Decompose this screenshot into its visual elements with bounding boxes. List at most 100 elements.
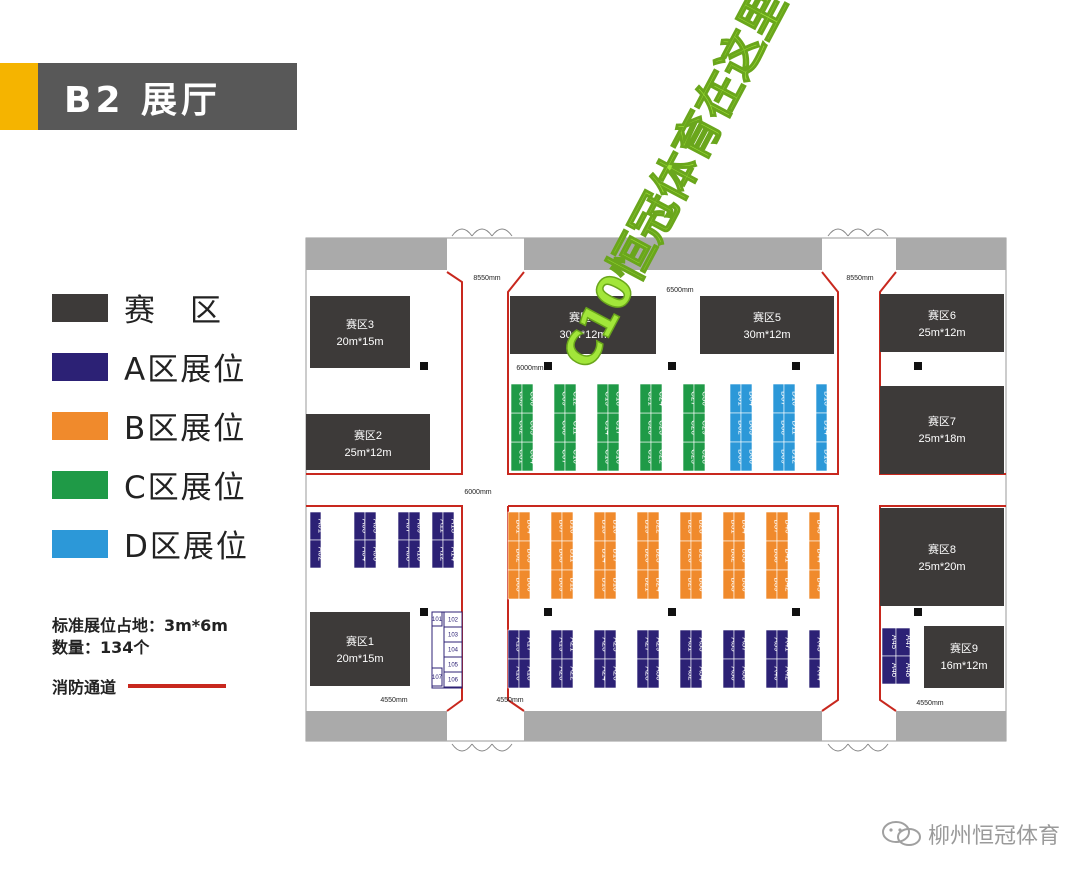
zone-5-name: 赛区5 bbox=[753, 310, 781, 324]
zone-4-size: 30m*12m bbox=[559, 329, 606, 341]
legend-label: 赛 区 bbox=[124, 293, 223, 329]
fire-lane-line bbox=[128, 684, 227, 688]
booth-label: A10 bbox=[416, 547, 425, 562]
booth-label: C16 bbox=[615, 449, 624, 464]
booth-label: A48 bbox=[904, 663, 913, 678]
zone-7-size: 25m*18m bbox=[918, 433, 965, 445]
legend-label: D区展位 bbox=[124, 529, 249, 565]
booths-b: B01B02B03B04B05B06B07B08B09B10B11B12B13B… bbox=[507, 511, 825, 600]
zone-2-size: 25m*12m bbox=[344, 447, 391, 459]
booth-b36: B36 bbox=[733, 569, 750, 600]
booth-label: B12 bbox=[569, 577, 578, 592]
booth-label: B22 bbox=[655, 519, 664, 534]
booth-b45: B45 bbox=[808, 569, 825, 600]
booth-label: B23 bbox=[655, 548, 664, 563]
booth-label: B18 bbox=[612, 577, 621, 592]
booth-label: A01 bbox=[317, 519, 326, 534]
booth-label: A09 bbox=[416, 519, 425, 534]
booth-label: B44 bbox=[816, 548, 825, 563]
booth-label: A14 bbox=[450, 547, 459, 562]
legend-swatch-d bbox=[52, 529, 108, 558]
booth-label: C23 bbox=[658, 420, 667, 435]
booths-d: D01D02D03D04D05D06D07D08D09D10D11D12D13D… bbox=[729, 383, 832, 472]
legend-item-b: B区展位 bbox=[52, 396, 249, 455]
standard-booth-note: 标准展位占地：3m*6m bbox=[52, 616, 228, 635]
wall-bottom-1 bbox=[306, 711, 447, 741]
dim-label: 6000mm bbox=[464, 489, 491, 496]
booth-a14: A14 bbox=[442, 539, 459, 569]
zone-4: 赛区4 30m*12m bbox=[510, 296, 656, 354]
zone-6: 赛区6 25m*12m bbox=[880, 294, 1004, 352]
wechat-icon bbox=[882, 821, 921, 846]
page-title: B2 展厅 bbox=[64, 79, 222, 121]
booth-label: D11 bbox=[791, 420, 800, 435]
quantity-note: 数量：134个 bbox=[52, 638, 150, 657]
booth-label: C30 bbox=[701, 391, 710, 406]
booth-label: D04 bbox=[748, 391, 757, 406]
booth-label: A13 bbox=[450, 519, 459, 534]
booth-106: 106 bbox=[443, 671, 463, 688]
booth-label: D10 bbox=[791, 391, 800, 406]
zone-1-name: 赛区1 bbox=[346, 634, 374, 648]
booth-label: A25 bbox=[612, 637, 621, 652]
booth-label: B42 bbox=[784, 577, 793, 592]
booth-label: 101 bbox=[432, 617, 443, 623]
booth-label: D12 bbox=[791, 449, 800, 464]
booth-label: C05 bbox=[529, 420, 538, 435]
booth-a10: A10 bbox=[408, 539, 425, 569]
booth-label: C12 bbox=[572, 391, 581, 406]
booth-d06: D06 bbox=[740, 441, 757, 472]
legend-swatch-c bbox=[52, 470, 108, 499]
door-icons bbox=[451, 228, 889, 752]
booth-a26: A26 bbox=[604, 658, 621, 689]
booth-label: C22 bbox=[658, 449, 667, 464]
booth-b24: B24 bbox=[647, 569, 664, 600]
booth-b42: B42 bbox=[776, 569, 793, 600]
booth-a48: A48 bbox=[895, 655, 913, 685]
booth-label: B43 bbox=[816, 519, 825, 534]
zone-6-name: 赛区6 bbox=[928, 308, 956, 322]
booth-label: A06 bbox=[372, 547, 381, 562]
zone-8-name: 赛区8 bbox=[928, 542, 956, 556]
wall-top-3 bbox=[896, 238, 1006, 270]
booth-label: B16 bbox=[612, 519, 621, 534]
booth-label: D14 bbox=[823, 420, 832, 435]
booth-label: A41 bbox=[784, 637, 793, 652]
dim-label: 6500mm bbox=[666, 287, 693, 294]
booth-label: A47 bbox=[904, 635, 913, 650]
booth-label: 104 bbox=[448, 648, 459, 654]
zone-6-size: 25m*12m bbox=[918, 327, 965, 339]
booth-label: C10 bbox=[572, 449, 581, 464]
booth-a02: A02 bbox=[309, 539, 326, 569]
booth-label: D13 bbox=[823, 391, 832, 406]
booth-label: B05 bbox=[526, 548, 535, 563]
title-bar: B2 展厅 bbox=[0, 63, 297, 130]
booth-label: B34 bbox=[741, 519, 750, 534]
booth-label: B40 bbox=[784, 519, 793, 534]
booth-a44: A44 bbox=[808, 658, 825, 689]
booth-label: B28 bbox=[698, 519, 707, 534]
booth-a22: A22 bbox=[561, 658, 578, 689]
booth-label: A21 bbox=[569, 637, 578, 652]
booth-label: A30 bbox=[655, 666, 664, 681]
booth-b18: B18 bbox=[604, 569, 621, 600]
booths-a-bottom: A15A16A17A18A19A20A21A22A23A24A25A26A27A… bbox=[507, 629, 825, 689]
dim-label: 4550mm bbox=[916, 700, 943, 707]
booth-label: A29 bbox=[655, 637, 664, 652]
watermark-text: 柳州恒冠体育 bbox=[928, 824, 1061, 849]
booth-a47: A47 bbox=[895, 627, 913, 657]
fire-lane-label: 消防通道 bbox=[52, 678, 117, 697]
booth-label: A37 bbox=[741, 637, 750, 652]
zone-4-name: 赛区4 bbox=[569, 310, 597, 324]
